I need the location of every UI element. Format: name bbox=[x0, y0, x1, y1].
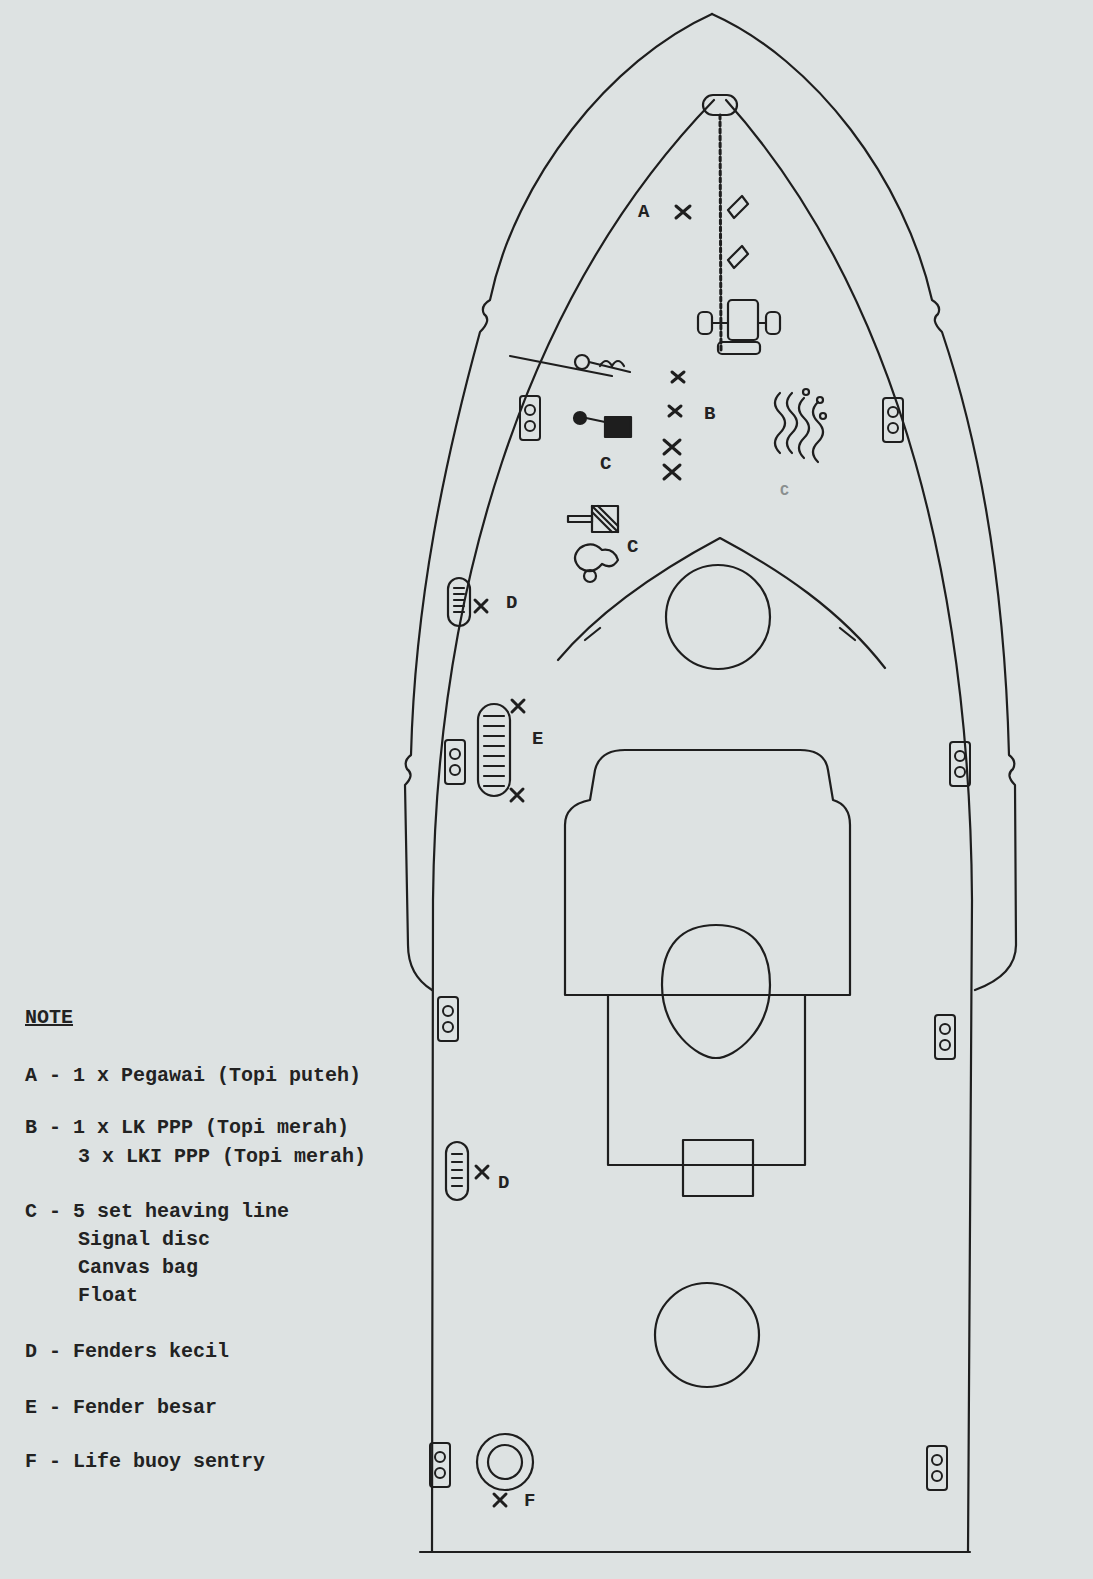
note-line: 3 x LKI PPP (Topi merah) bbox=[78, 1147, 366, 1167]
part-letter: F bbox=[524, 1492, 535, 1511]
windlass bbox=[698, 300, 780, 354]
fender bbox=[446, 578, 510, 1200]
part-letter: C bbox=[627, 538, 638, 557]
deck-edge bbox=[420, 1551, 970, 1553]
signal-gear bbox=[568, 506, 618, 582]
note-line: Canvas bag bbox=[78, 1258, 198, 1278]
note-line: B - 1 x LK PPP (Topi merah) bbox=[25, 1118, 349, 1138]
deck-edge bbox=[432, 100, 714, 1552]
hatch bbox=[655, 1283, 759, 1387]
bollard bbox=[430, 396, 970, 1490]
part-letter: D bbox=[498, 1174, 509, 1193]
deck-line bbox=[510, 356, 612, 376]
superstructure bbox=[558, 538, 885, 668]
part-letter: D bbox=[506, 594, 517, 613]
life-buoy bbox=[477, 1434, 533, 1490]
part-letter: A bbox=[638, 203, 649, 222]
heaving-line bbox=[574, 355, 826, 462]
hatch bbox=[666, 565, 770, 669]
fairlead bbox=[703, 95, 737, 115]
note-line: Signal disc bbox=[78, 1230, 210, 1250]
deckhouse bbox=[565, 750, 850, 995]
note-line: C - 5 set heaving line bbox=[25, 1202, 289, 1222]
part-letter: C bbox=[780, 484, 789, 499]
hull-outline bbox=[405, 14, 712, 990]
life-buoy bbox=[488, 1445, 522, 1479]
note-line: E - Fender besar bbox=[25, 1398, 217, 1418]
note-line: F - Life buoy sentry bbox=[25, 1452, 265, 1472]
anchor-chain bbox=[720, 115, 721, 352]
deckhouse bbox=[683, 1140, 753, 1196]
note-line: A - 1 x Pegawai (Topi puteh) bbox=[25, 1066, 361, 1086]
note-line: Float bbox=[78, 1286, 138, 1306]
position-mark bbox=[475, 206, 690, 1506]
note-line: D - Fenders kecil bbox=[25, 1342, 229, 1362]
superstructure bbox=[585, 628, 855, 640]
part-letter: E bbox=[532, 730, 543, 749]
note-heading: NOTE bbox=[25, 1008, 73, 1028]
chain-stopper bbox=[728, 196, 748, 268]
funnel bbox=[662, 925, 770, 1058]
part-letter: C bbox=[600, 455, 611, 474]
part-letter: B bbox=[704, 405, 715, 424]
